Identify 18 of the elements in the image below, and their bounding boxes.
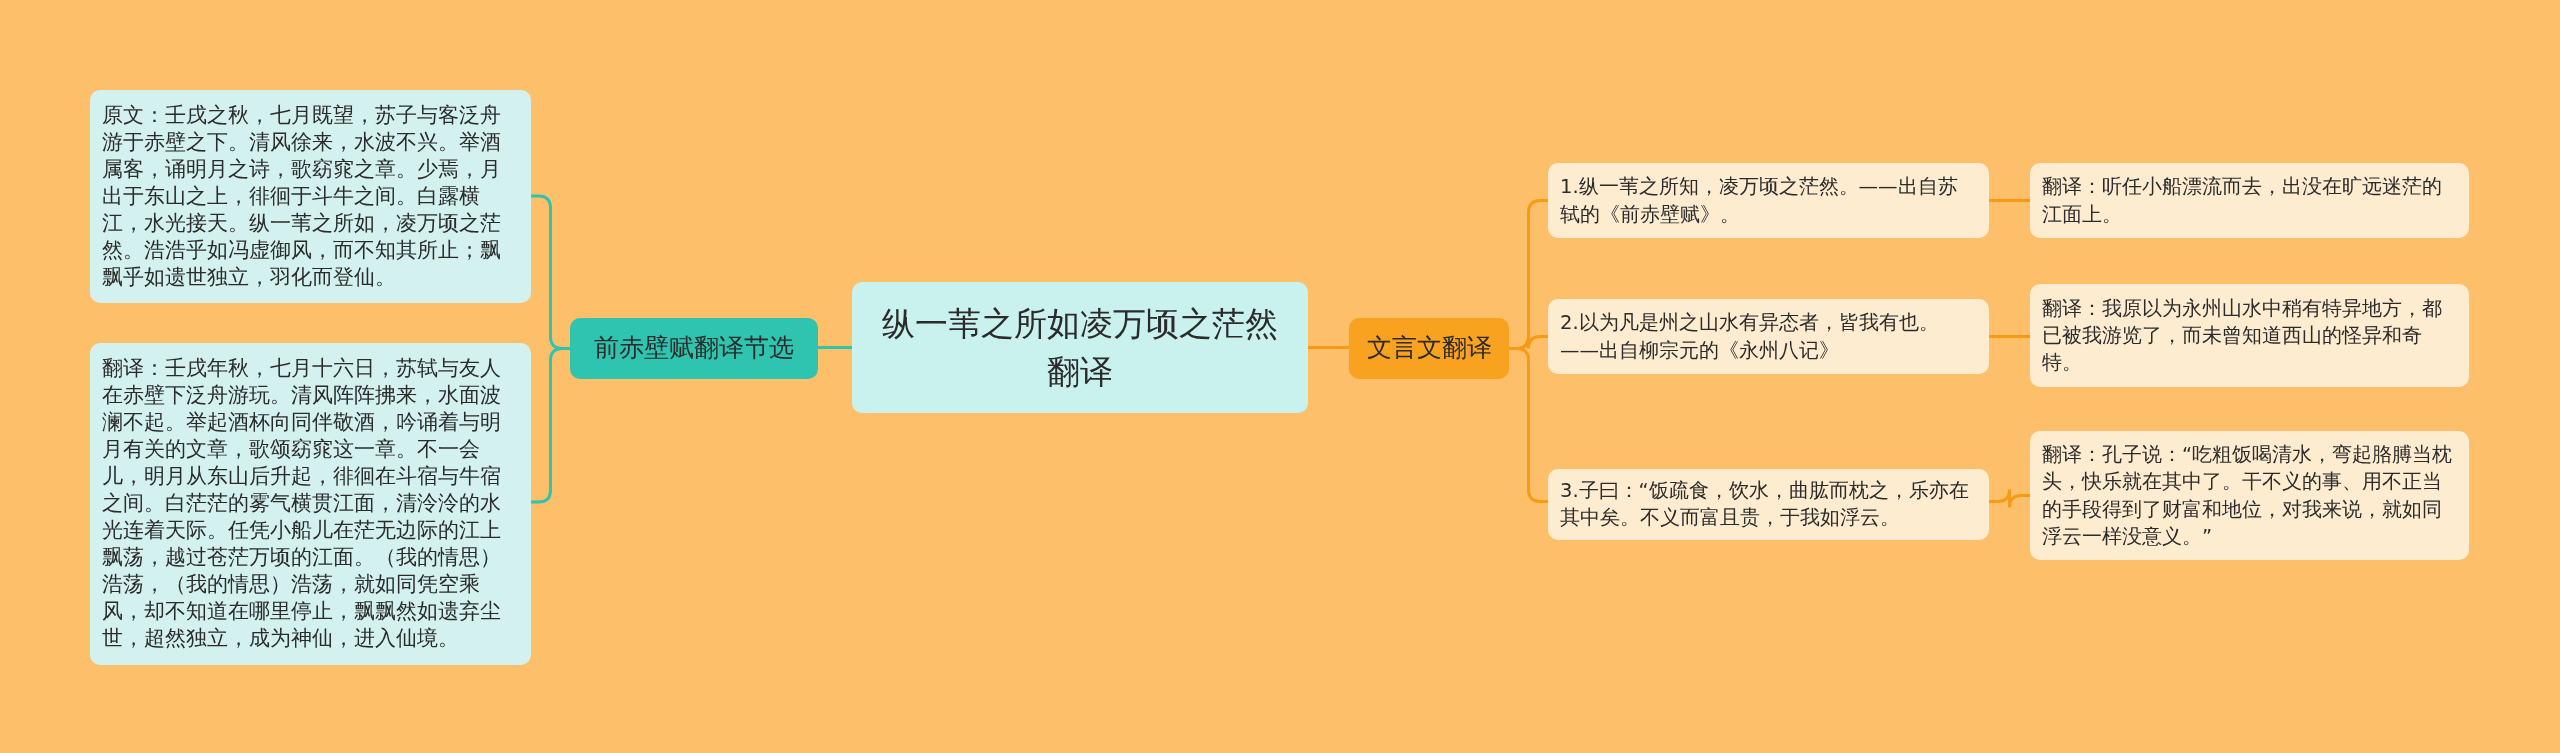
topic-box: 纵一苇之所如凌万顷之茫然翻译 <box>852 282 1308 413</box>
connector-line <box>1989 199 2030 202</box>
text-card: 翻译：我原以为永州山水中稍有特异地方，都已被我游览了，而未曾知道西山的怪异和奇特。 <box>2030 284 2469 387</box>
connector-line <box>1989 488 2030 509</box>
text-card: 翻译：听任小船漂流而去，出没在旷远迷茫的江面上。 <box>2030 163 2469 238</box>
branch-box: 文言文翻译 <box>1349 318 1509 379</box>
text-card: 3.子曰：“饭疏食，饮水，曲肱而枕之，乐亦在其中矣。不义而富且贵，于我如浮云。 <box>1548 469 1989 540</box>
connector-line <box>818 346 852 349</box>
text-card: 翻译：壬戌年秋，七月十六日，苏轼与友人在赤壁下泛舟游玩。清风阵阵拂来，水面波澜不起。举起酒杯向同伴敬酒，吟诵着与明月有关的文章，歌颂窈窕这一章。不一会儿，明月从东山后升起，徘徊在斗宿与牛宿之间。白茫茫的雾气横贯江面，清泠泠的水光连着天际。任凭小船儿在茫无边际的江上飘荡，越过苍茫万顷的江面。（我的情思）浩荡，（我的情思）浩荡，就如同凭空乘风，却不知道在哪里停止，飘飘然如遗弃尘世，超然独立，成为神仙，进入仙境。 <box>90 343 531 665</box>
connector-line <box>1509 347 1548 503</box>
connector-line <box>531 347 570 504</box>
text-card: 翻译：孔子说：“吃粗饭喝清水，弯起胳膊当枕头，快乐就在其中了。干不义的事、用不正当的手段得到了财富和地位，对我来说，就如同浮云一样没意义。” <box>2030 431 2469 560</box>
connector-line <box>1989 335 2030 338</box>
branch-box: 前赤壁赋翻译节选 <box>570 318 818 379</box>
text-card: 2.以为凡是州之山水有异态者，皆我有也。——出自柳宗元的《永州八记》 <box>1548 299 1989 374</box>
connector-line <box>1308 346 1349 349</box>
text-card: 原文：壬戌之秋，七月既望，苏子与客泛舟游于赤壁之下。清风徐来，水波不兴。举酒属客，诵明月之诗，歌窈窕之章。少焉，月出于东山之上，徘徊于斗牛之间。白露横江，水光接天。纵一苇之所如，凌万顷之茫然。浩浩乎如冯虚御风，而不知其所止；飘飘乎如遗世独立，羽化而登仙。 <box>90 90 531 304</box>
text-card: 1.纵一苇之所知，凌万顷之茫然。——出自苏轼的《前赤壁赋》。 <box>1548 163 1989 238</box>
